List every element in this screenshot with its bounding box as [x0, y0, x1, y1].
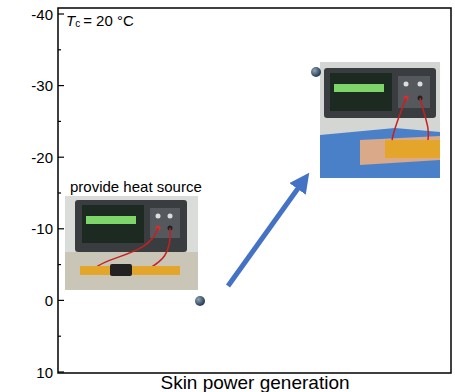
- axis-ticks: [58, 14, 64, 372]
- tick-label: 10: [36, 365, 53, 380]
- meter-photo: [65, 196, 198, 290]
- axis-symbol: T: [66, 13, 75, 28]
- trend-arrow: [228, 180, 304, 286]
- axis-title: Skin power generation: [160, 373, 349, 392]
- skin-meter-photo: [320, 62, 440, 178]
- plot-frame: [58, 8, 451, 373]
- tick-label: -10: [31, 221, 53, 236]
- subscript: c: [75, 19, 80, 29]
- tick-label: 0: [45, 293, 53, 308]
- tick-label: -30: [31, 78, 53, 93]
- annotation-label: provide heat source: [70, 179, 202, 194]
- tick-label: -20: [31, 150, 53, 165]
- tick-label: -40: [31, 7, 53, 22]
- condition-label: = 20 °C: [83, 13, 134, 28]
- data-point: [311, 67, 321, 77]
- data-point: [195, 296, 205, 306]
